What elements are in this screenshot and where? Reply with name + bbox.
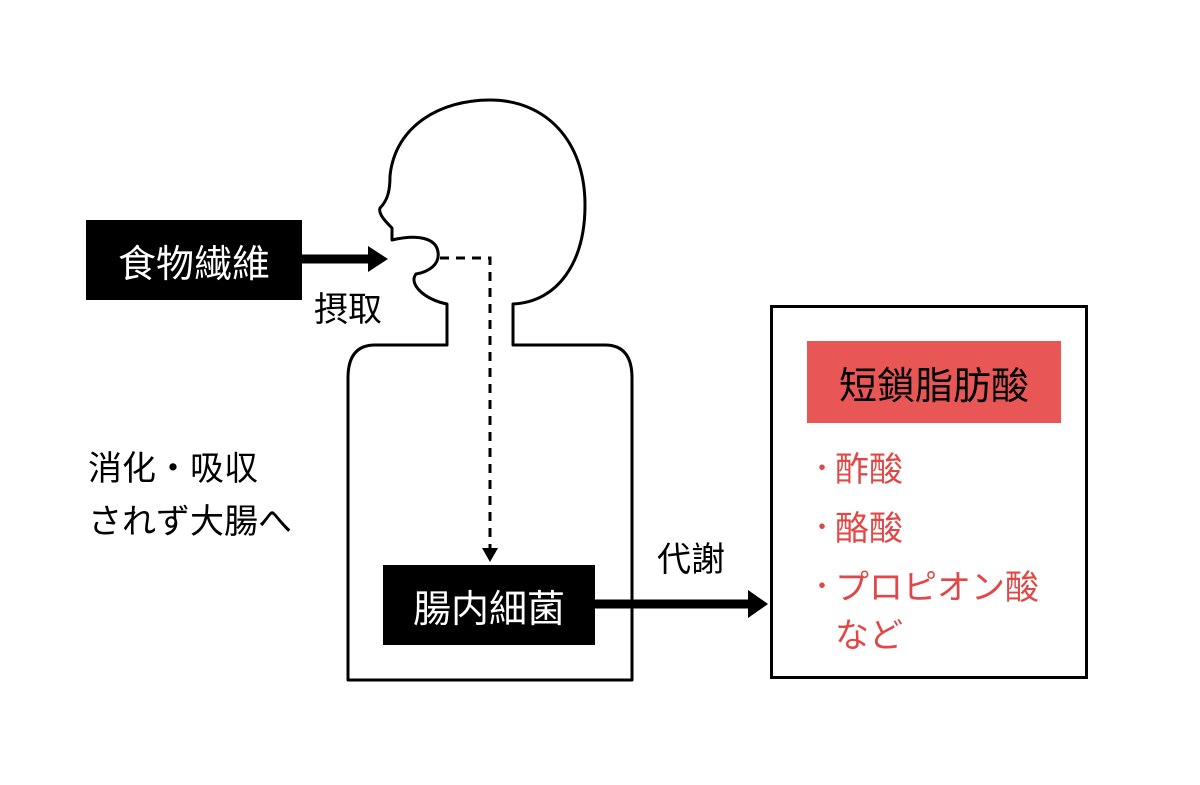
dietary-fiber-label: 食物繊維 xyxy=(117,241,270,286)
list-item: ・プロピオン酸 xyxy=(809,558,1039,617)
intake-arrowhead xyxy=(368,246,388,272)
scfa-list: ・酢酸 ・酪酸 ・プロピオン酸 xyxy=(809,440,1039,617)
bullet-glyph: ・ xyxy=(809,454,836,484)
scfa-item-butyric: 酪酸 xyxy=(835,509,903,549)
scfa-title-text: 短鎖脂肪酸 xyxy=(838,363,1029,408)
digestive-arrowhead xyxy=(482,548,498,562)
list-item: ・酢酸 xyxy=(809,440,1039,499)
gut-bacteria-label: 腸内細菌 xyxy=(412,586,565,631)
scfa-item-acetic: 酢酸 xyxy=(835,450,903,490)
scfa-result-box: 短鎖脂肪酸 ・酢酸 ・酪酸 ・プロピオン酸 など xyxy=(770,305,1088,679)
scfa-note: など xyxy=(835,616,903,656)
intake-label: 摂取 xyxy=(314,290,382,330)
scfa-title: 短鎖脂肪酸 xyxy=(807,341,1061,423)
bullet-glyph: ・ xyxy=(809,572,836,602)
list-item: ・酪酸 xyxy=(809,499,1039,558)
scfa-item-propionic: プロピオン酸 xyxy=(835,568,1039,608)
metabolism-label: 代謝 xyxy=(657,540,725,580)
gut-bacteria-box: 腸内細菌 xyxy=(383,565,595,645)
bypass-text-line1: 消化・吸収 xyxy=(88,449,258,489)
digestive-path-dashed xyxy=(440,256,492,548)
dietary-fiber-box: 食物繊維 xyxy=(86,220,302,300)
metabolism-arrowhead xyxy=(748,590,768,618)
bypass-text-line2: されず大腸へ xyxy=(88,502,292,542)
human-silhouette xyxy=(346,98,634,682)
bullet-glyph: ・ xyxy=(809,513,836,543)
